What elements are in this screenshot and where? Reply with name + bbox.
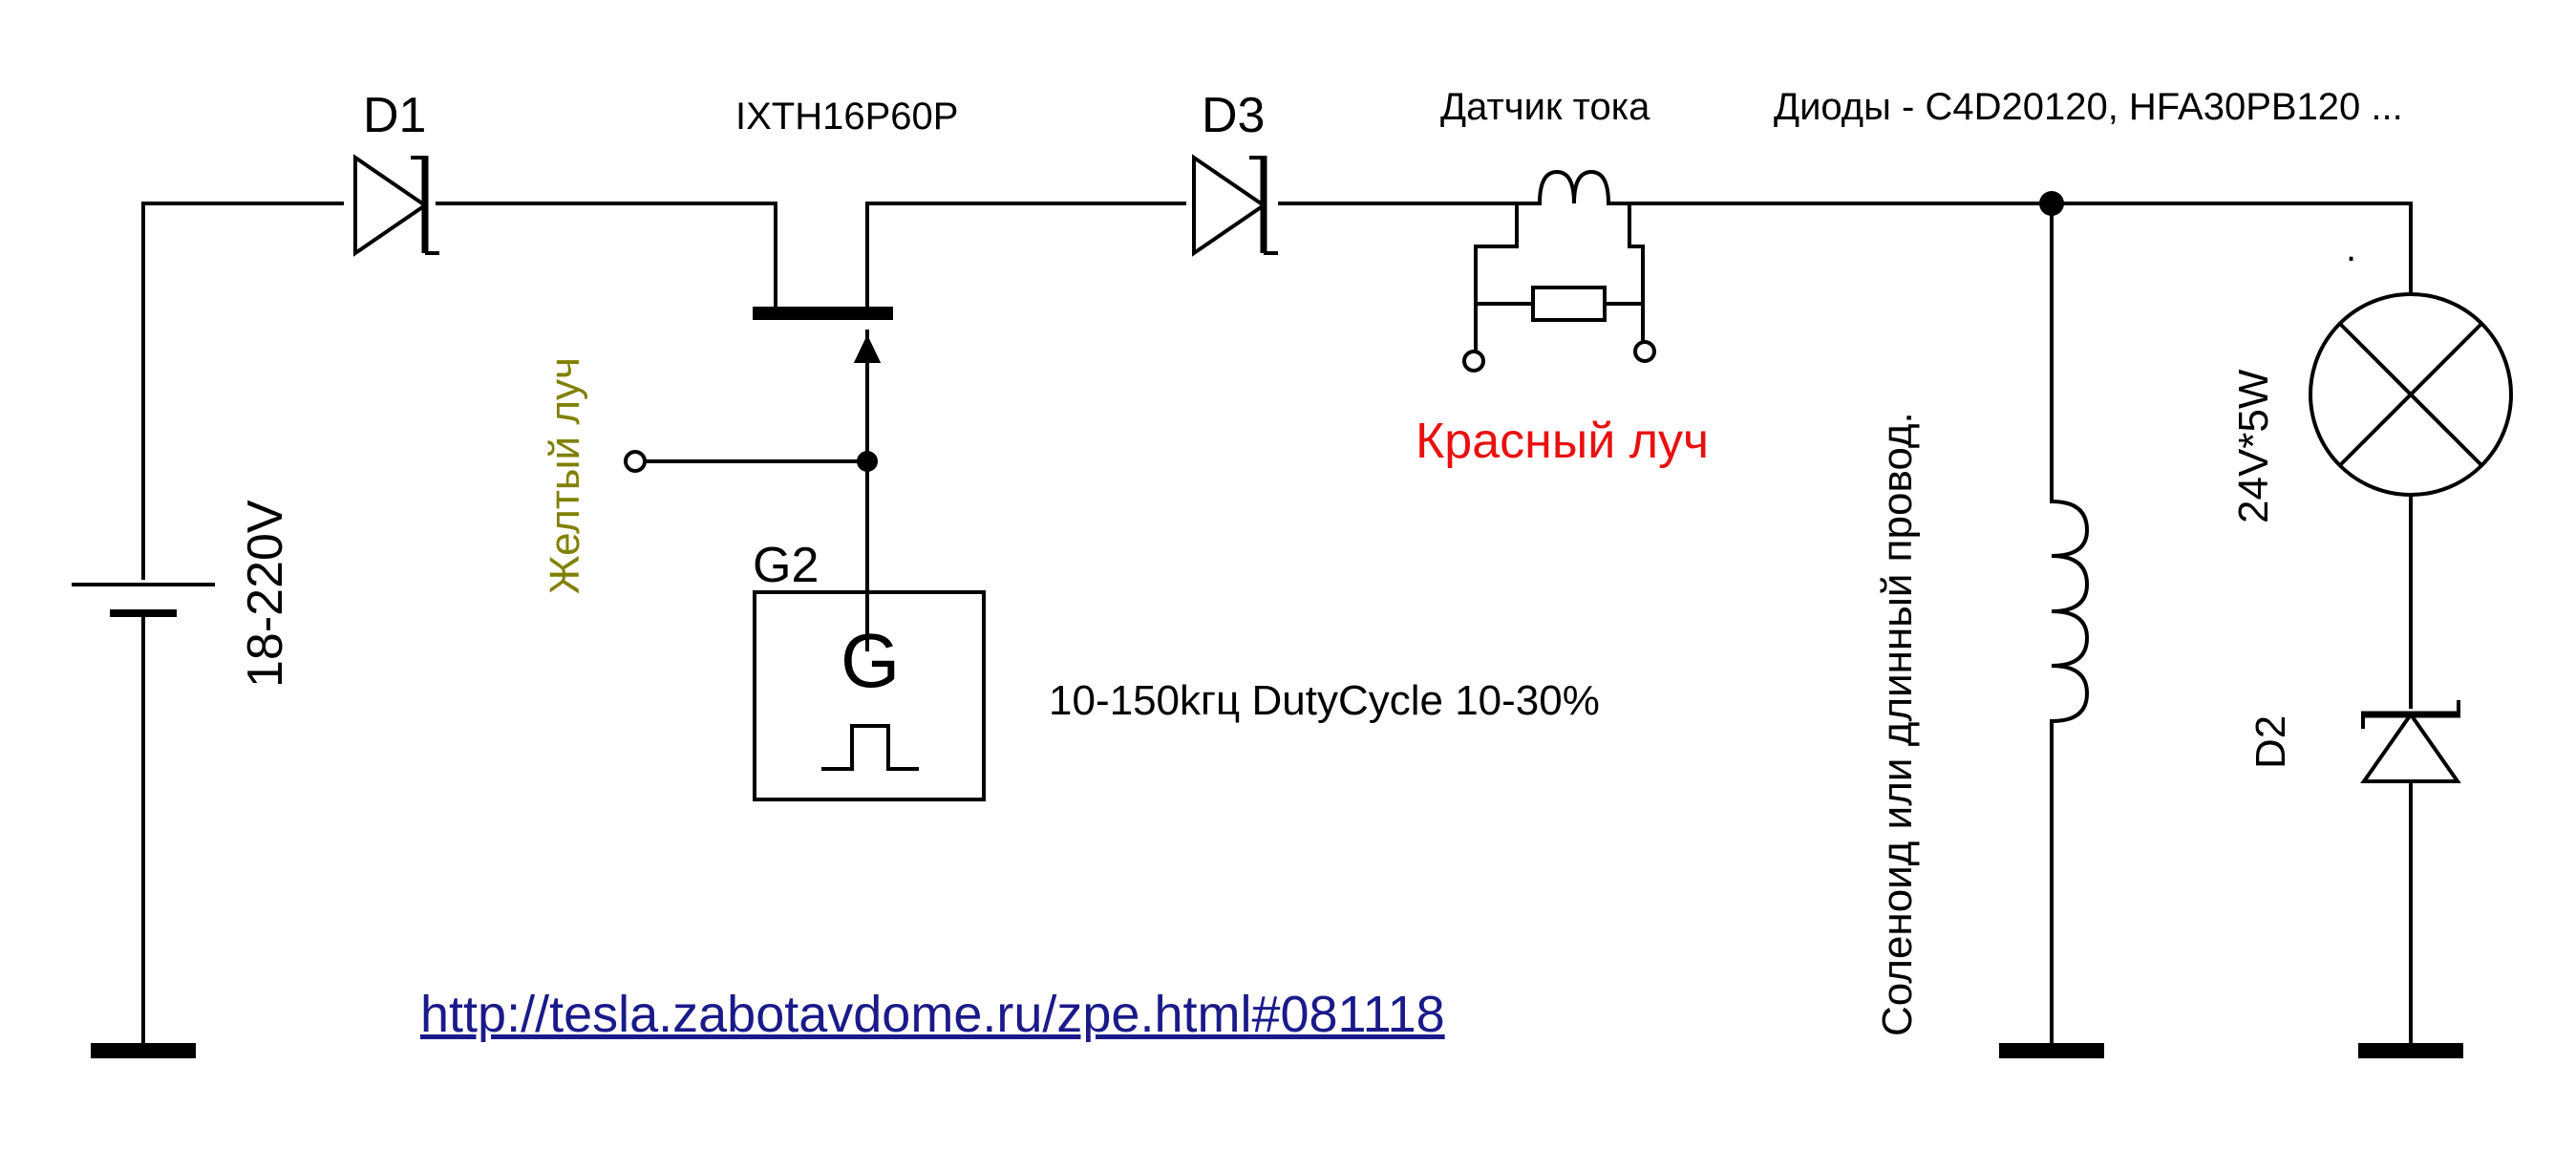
label-generator-ref: G2 (753, 538, 820, 593)
sensor-terminal-left (1462, 350, 1485, 373)
battery-symbol (72, 583, 215, 617)
wire-mosfet-to-d3 (865, 202, 1186, 306)
label-d1: D1 (363, 88, 427, 143)
label-d3: D3 (1202, 88, 1266, 143)
label-current-sensor: Датчик тока (1440, 86, 1650, 128)
label-lamp: 24V*5W (2230, 369, 2277, 523)
solenoid-coil-symbol (2051, 500, 2090, 723)
probe-yellow-terminal (624, 450, 647, 473)
label-red-beam: Красный луч (1416, 414, 1710, 469)
wire-sensor-to-lamp (1622, 202, 2413, 296)
label-solenoid: Соленоид или длинный провод. (1874, 412, 1921, 1036)
label-generator-params: 10-150kгц DutyCycle 10-30% (1049, 677, 1600, 724)
source-link[interactable]: http://tesla.zabotavdome.ru/zpe.html#081… (420, 986, 1445, 1043)
label-generator-symbol: G (841, 618, 901, 703)
label-dot: . (2346, 227, 2357, 269)
generator-g2-symbol (753, 461, 986, 801)
mosfet-symbol (753, 304, 893, 363)
junction-top-rail (2039, 191, 2064, 216)
lamp-symbol (2309, 292, 2513, 497)
label-supply-voltage: 18-220V (238, 500, 293, 688)
sensor-terminal-right (1633, 340, 1656, 363)
wire-d1-to-mosfet (436, 202, 777, 306)
diode-d3-symbol (1192, 154, 1278, 257)
label-yellow-beam: Желтый луч (542, 357, 588, 594)
label-mosfet: IXTH16P60P (735, 96, 959, 138)
diode-d1-symbol (353, 154, 439, 257)
label-diodes-note: Диоды - C4D20120, HFA30PB120 ... (1774, 86, 2403, 128)
label-d2: D2 (2247, 714, 2294, 769)
diode-d2-symbol (2360, 700, 2461, 783)
current-sensor-symbol (1474, 169, 1645, 325)
